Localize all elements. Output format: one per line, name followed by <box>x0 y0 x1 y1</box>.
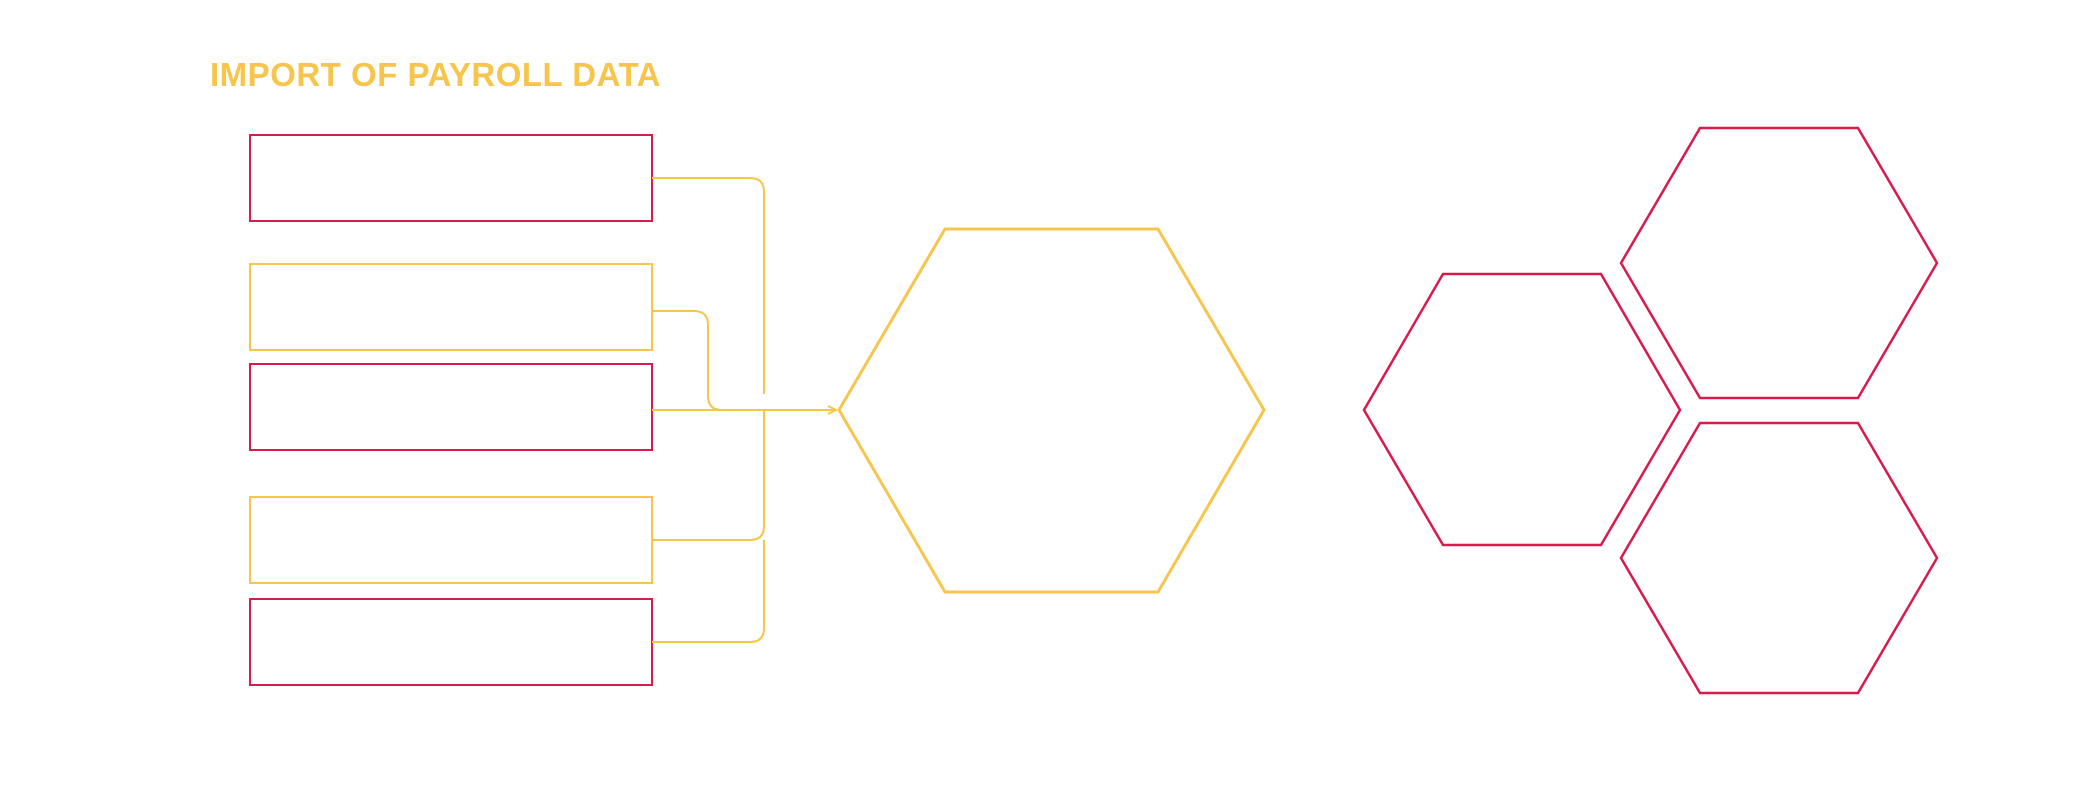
source-box-2 <box>249 263 653 351</box>
central-hexagon <box>837 227 1266 594</box>
connector-group <box>652 177 839 643</box>
connector-box-5 <box>652 540 765 643</box>
source-box-5 <box>249 598 653 686</box>
source-box-1 <box>249 134 653 222</box>
output-hexagon-top-right <box>1619 126 1939 400</box>
source-box-4 <box>249 496 653 584</box>
output-hexagon-left <box>1362 272 1682 547</box>
connector-box-1 <box>652 177 765 394</box>
diagram-title: IMPORT OF PAYROLL DATA <box>210 56 662 93</box>
connector-box-4 <box>652 410 765 541</box>
source-box-3 <box>249 363 653 451</box>
connector-arrowhead <box>827 405 839 415</box>
connector-box-2 <box>652 310 723 411</box>
output-hexagon-bottom-right <box>1619 421 1939 695</box>
